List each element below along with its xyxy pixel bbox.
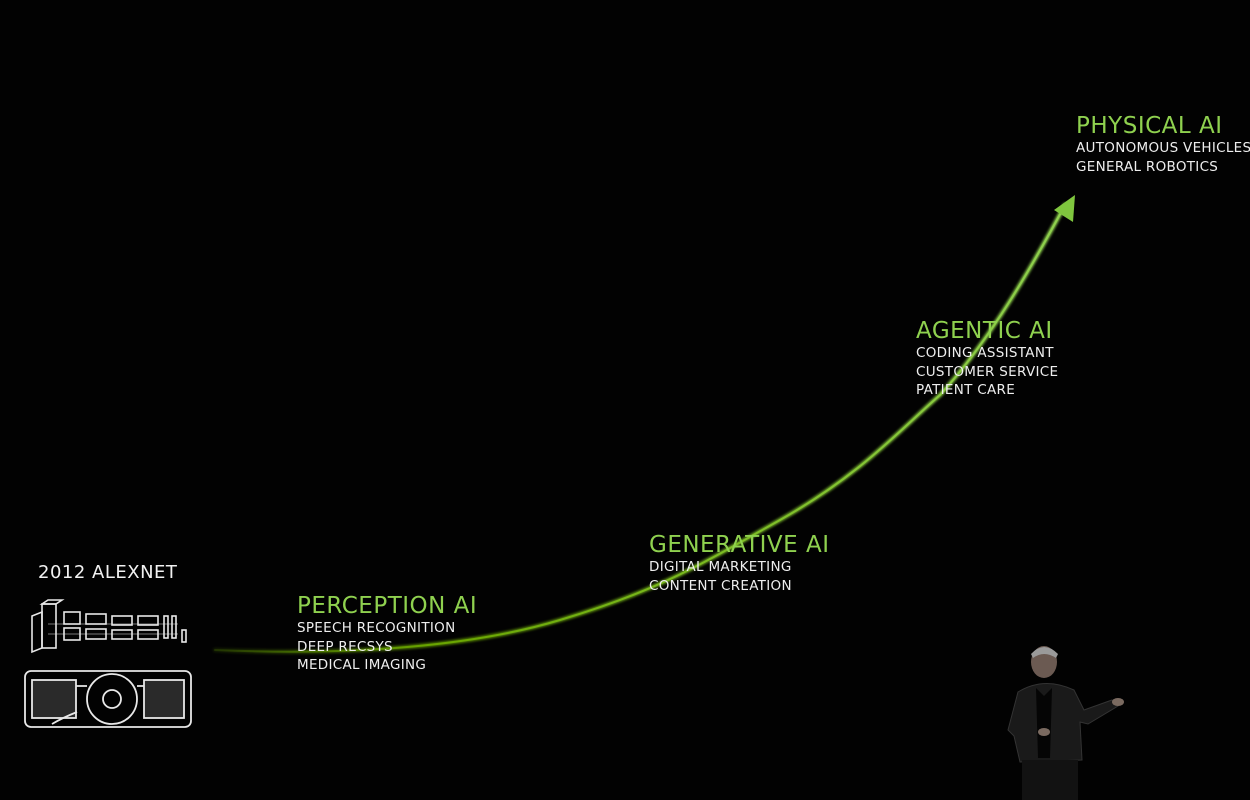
stage-item: CONTENT CREATION xyxy=(649,577,792,594)
stage-item: CUSTOMER SERVICE xyxy=(916,363,1059,380)
arrow-head-icon xyxy=(1054,195,1075,222)
stage-perception-ai: PERCEPTION AI SPEECH RECOGNITION DEEP RE… xyxy=(297,593,477,675)
stage-item: CODING ASSISTANT xyxy=(916,345,1054,361)
gpu-card-sketch-icon xyxy=(24,670,192,728)
stage-title: GENERATIVE AI xyxy=(649,532,830,558)
stage-item: PATIENT CARE xyxy=(916,382,1016,398)
stage-agentic-ai: AGENTIC AI CODING ASSISTANT CUSTOMER SER… xyxy=(916,318,1058,400)
stage-generative-ai: GENERATIVE AI DIGITAL MARKETING CONTENT … xyxy=(649,532,830,595)
presenter-figure xyxy=(1007,646,1124,800)
stage-item: DEEP RECSYS xyxy=(297,638,393,655)
alexnet-architecture-sketch-icon xyxy=(31,599,187,654)
stage-item: DIGITAL MARKETING xyxy=(649,559,792,575)
stage-item: GENERAL ROBOTICS xyxy=(1076,158,1219,175)
stage-item: AUTONOMOUS VEHICLES xyxy=(1076,140,1250,156)
stage-item: SPEECH RECOGNITION xyxy=(297,620,456,636)
alexnet-label: 2012 ALEXNET xyxy=(38,562,178,583)
stage-title: PHYSICAL AI xyxy=(1076,113,1223,139)
stage-physical-ai: PHYSICAL AI AUTONOMOUS VEHICLES GENERAL … xyxy=(1076,113,1250,176)
stage-item: MEDICAL IMAGING xyxy=(297,657,427,673)
stage-title: PERCEPTION AI xyxy=(297,593,478,619)
stage-title: AGENTIC AI xyxy=(916,318,1053,344)
